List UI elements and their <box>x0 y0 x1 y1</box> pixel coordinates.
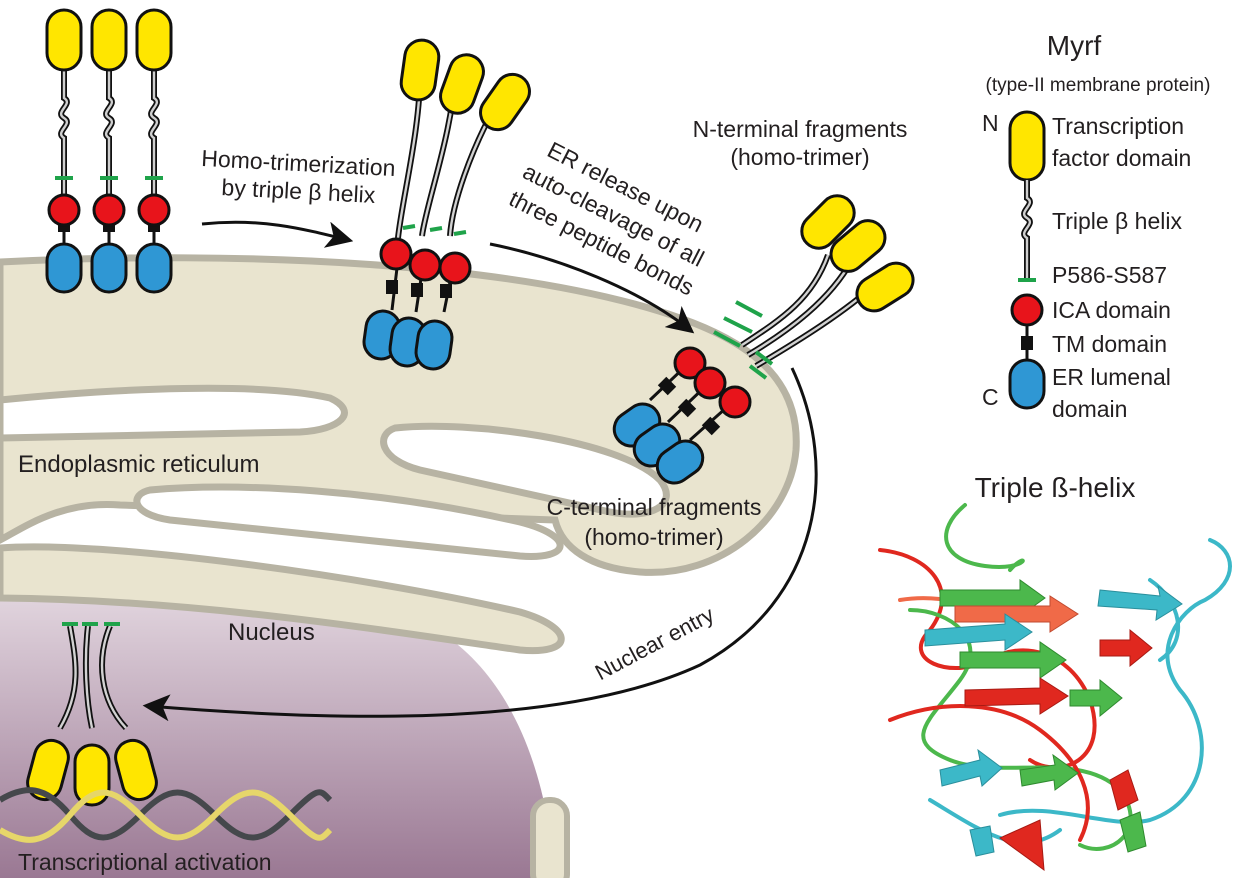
n-terminal-label-2: (homo-trimer) <box>730 144 869 170</box>
legend-er-1: ER lumenal <box>1052 364 1171 390</box>
process-arrows <box>142 220 818 722</box>
nuclear-entry-label: Nuclear entry <box>591 602 718 686</box>
legend-tf-2: factor domain <box>1052 145 1191 171</box>
legend-ica: ICA domain <box>1052 297 1171 323</box>
legend-ica-swatch <box>1010 293 1044 327</box>
dna-helix <box>0 787 333 843</box>
structure-title: Triple ß-helix <box>975 472 1136 503</box>
legend-tm-swatch <box>1021 336 1033 350</box>
monomer-stage <box>47 10 171 292</box>
homo-trimerization-label-2: by triple β helix <box>221 174 376 208</box>
legend-tf-1: Transcription <box>1052 113 1184 139</box>
er-membrane <box>0 254 800 878</box>
er-label: Endoplasmic reticulum <box>18 451 259 478</box>
trimer-stage <box>360 36 538 373</box>
legend-transcription-factor-swatch <box>1008 110 1046 182</box>
legend-title: Myrf <box>1047 30 1102 61</box>
myrf-legend: Myrf (type-II membrane protein) N C Tran… <box>982 30 1210 422</box>
legend-cleavage: P586-S587 <box>1052 262 1167 288</box>
nuclear-stage <box>22 622 162 807</box>
cleaved-stage <box>606 187 921 492</box>
transcriptional-activation-label: Transcriptional activation <box>18 849 272 875</box>
nucleus-label: Nucleus <box>228 619 315 646</box>
triple-beta-helix-structure: Triple ß-helix <box>878 472 1232 872</box>
n-terminal-label-1: N-terminal fragments <box>693 116 908 142</box>
c-terminal-label-1: C-terminal fragments <box>547 494 762 520</box>
legend-helix: Triple β helix <box>1052 208 1182 234</box>
legend-c: C <box>982 384 999 410</box>
c-terminal-label-2: (homo-trimer) <box>584 524 723 550</box>
legend-tm: TM domain <box>1052 331 1167 357</box>
legend-er-2: domain <box>1052 396 1127 422</box>
process-labels: Homo-trimerization by triple β helix ER … <box>18 116 907 875</box>
legend-n: N <box>982 110 999 136</box>
legend-subtitle: (type-II membrane protein) <box>986 75 1211 96</box>
legend-er-lumenal-swatch <box>1008 358 1046 410</box>
nucleus-shape <box>0 576 555 878</box>
